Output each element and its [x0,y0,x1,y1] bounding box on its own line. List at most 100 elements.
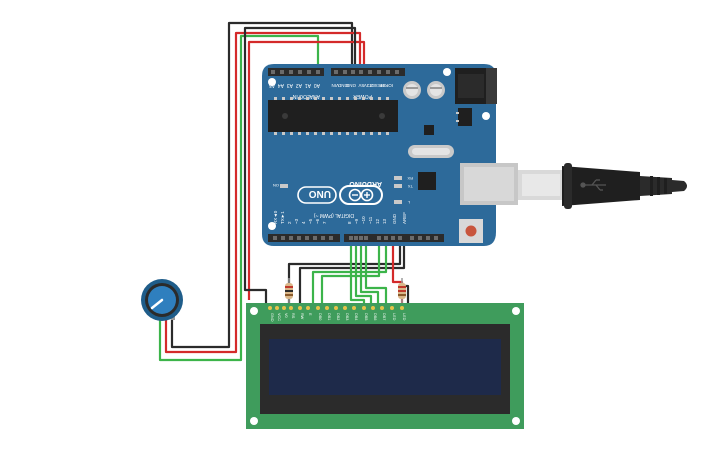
pin-label: LED [402,313,406,321]
pin-label: GND [345,83,356,88]
pin-label: A2 [296,82,302,88]
digital-pin-labels: RX◄0 TX►1 2 ~3 4 ~5 ~6 7 8 ~9 ~10 ~11 12… [273,210,407,224]
pin-label: VCC [277,313,281,321]
pin-label: A3 [287,82,293,88]
pin-label: E [308,313,312,316]
pin-label: A5 [269,82,275,88]
pin-label: RESET [369,83,384,88]
resistor-contrast[interactable] [285,278,293,306]
wire-black-pot-gnd[interactable] [170,21,354,349]
pin-label: 12 [375,218,380,224]
usb-cable[interactable] [518,163,687,209]
pin-label: ~5 [308,218,313,224]
pin-label: V0 [284,313,288,318]
lcd-pin-pads [268,306,404,310]
microcontroller-chip [268,97,398,135]
pin-label: A4 [278,82,284,88]
capacitor [403,81,421,99]
wire-black-gnd-lcd[interactable] [243,26,357,306]
power-jack[interactable] [455,68,497,104]
pin-label: ~3 [294,218,299,224]
mount-hole-icon [250,307,258,315]
pin-label: DB3 [345,313,349,320]
pin-label: DB6 [373,313,377,320]
pin-label: DB5 [364,313,368,320]
pin-label: IOREF [379,83,393,88]
power-header-label: POWER [353,93,372,99]
arduino-board[interactable]: A5 A4 A3 A2 A1 A0 ANALOG IN VIN GND GND … [262,64,497,246]
digital-header-low[interactable] [268,234,340,242]
brand-label: ARDUINO [349,180,382,187]
pin-label: 2 [287,221,292,224]
arduino-logo [339,185,383,205]
pin-label: 8 [347,221,352,224]
digital-header-label: DIGITAL (PWM ~) [314,212,354,218]
pin-label: GND [337,83,348,88]
l-led-label: L [407,200,410,205]
usb-icon [580,179,606,191]
pin-label: ~9 [354,218,359,224]
resistor-backlight[interactable] [398,278,406,306]
pin-label: GND [270,313,274,322]
wire-green-d4[interactable] [354,240,373,306]
led-indicators: ON RX TX L [273,176,413,205]
on-led [280,184,288,188]
power-pin-labels: VIN GND GND 5V 3.3V RESET IOREF [331,83,393,88]
mount-hole-icon [482,112,490,120]
capacitor [427,81,445,99]
pin-label: A0 [314,82,320,88]
mount-hole-icon [512,307,520,315]
pin-label: 5V [358,83,364,88]
potentiometer[interactable] [141,279,183,321]
mount-hole-icon [268,78,276,86]
pin-label: RS [291,313,295,319]
wire-green-d12-rs[interactable] [311,240,388,306]
analog-header-label: ANALOG IN [292,93,320,99]
pin-label: DB4 [354,313,358,320]
mount-hole-icon [250,417,258,425]
wire-green-d3[interactable] [359,240,380,306]
pin-label: DB7 [382,313,386,320]
rx-led [394,176,402,180]
usb-chip [418,172,436,190]
pin-label: 3.3V [364,83,373,88]
pin-label: TX►1 [280,211,285,224]
l-led [394,200,402,204]
pin-label: RW [300,313,304,320]
mount-hole-icon [512,417,520,425]
pin-label: ~10 [361,216,366,224]
smd-chip [424,125,434,135]
pin-label: ~6 [315,218,320,224]
pin-label: GND [392,213,397,224]
wire-green-d2[interactable] [364,240,388,306]
pin-label: 7 [322,221,327,224]
pin-label: LED [392,313,396,321]
knob-indicator-icon [150,298,164,310]
pin-label: ~11 [368,216,373,224]
tx-led [394,184,402,188]
usb-socket[interactable] [460,163,518,205]
svg-text:UNO: UNO [309,188,331,199]
pin-label: AREF [402,212,407,224]
lcd-module[interactable]: GND VCC V0 RS RW E DB0 DB1 DB2 DB3 DB4 D… [246,303,524,429]
uno-badge: UNO [297,186,337,204]
pin-label: 13 [382,218,387,224]
pin-label: 4 [301,221,306,224]
analog-pin-labels: A5 A4 A3 A2 A1 A0 [269,82,320,88]
wire-red-pot-5v[interactable] [164,31,362,354]
lcd-pin-labels: GND VCC V0 RS RW E DB0 DB1 DB2 DB3 DB4 D… [270,313,406,322]
analog-header[interactable] [268,68,324,76]
pin-label: A1 [305,82,311,88]
reset-button[interactable] [459,219,483,243]
pin-label: DB2 [336,313,340,320]
pin-label: DB0 [318,313,322,320]
mount-hole-icon [443,68,451,76]
pin-label: VIN [331,83,339,88]
rx-led-label: RX [407,176,413,181]
pin-label: RX◄0 [273,210,278,224]
crystal-oscillator [408,145,454,158]
tx-led-label: TX [408,184,413,189]
voltage-regulator [456,108,472,126]
wire-red-5v-lcd[interactable] [247,40,366,300]
on-led-label: ON [273,183,279,188]
